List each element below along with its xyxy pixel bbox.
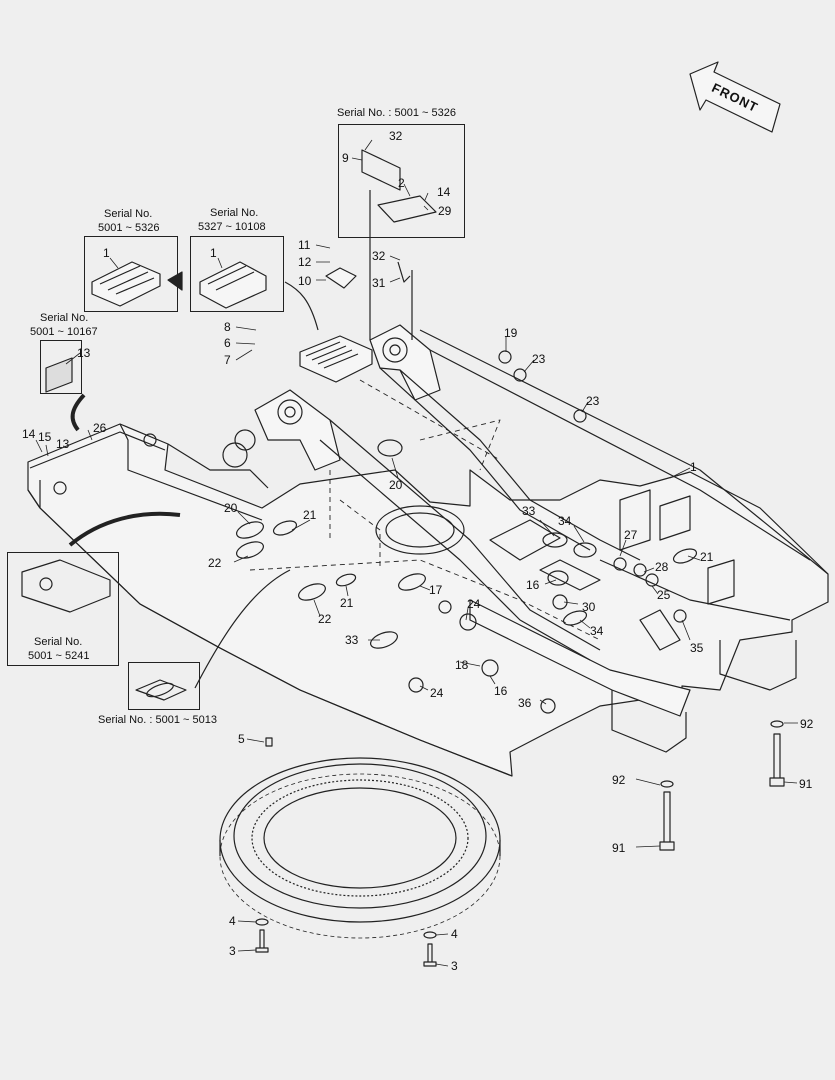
callout-21: 21 xyxy=(340,596,354,610)
callout-29: 29 xyxy=(438,204,452,218)
callout-31: 31 xyxy=(372,276,386,290)
callout-21: 21 xyxy=(700,550,714,564)
serial-caption-plate-2: 5001 ~ 10167 xyxy=(30,326,98,338)
serial-caption-step-a-1: Serial No. xyxy=(104,208,153,220)
serial-caption-left-detail-2: 5001 ~ 5241 xyxy=(28,650,90,662)
callout-5: 5 xyxy=(238,732,245,746)
callout-12: 12 xyxy=(298,255,312,269)
callout-22: 22 xyxy=(208,556,222,570)
callout-9: 9 xyxy=(342,151,349,165)
serial-caption-step-b-1: Serial No. xyxy=(210,207,259,219)
callout-21: 21 xyxy=(303,508,317,522)
callout-24: 24 xyxy=(467,597,481,611)
callout-92: 92 xyxy=(800,717,814,731)
callout-23: 23 xyxy=(532,352,546,366)
serial-caption-left-detail-1: Serial No. xyxy=(34,636,83,648)
callout-25: 25 xyxy=(657,588,671,602)
callout-34: 34 xyxy=(590,624,604,638)
callout-20: 20 xyxy=(224,501,238,515)
callout-33: 33 xyxy=(345,633,359,647)
callout-11: 11 xyxy=(298,238,311,252)
callout-24: 24 xyxy=(430,686,444,700)
callout-1: 1 xyxy=(210,246,217,260)
callout-26: 26 xyxy=(93,421,107,435)
callout-10: 10 xyxy=(298,274,312,288)
serial-caption-step-a-2: 5001 ~ 5326 xyxy=(98,222,160,234)
callout-17: 17 xyxy=(429,583,443,597)
callout-3: 3 xyxy=(229,944,236,958)
callout-2: 2 xyxy=(398,176,405,190)
callout-35: 35 xyxy=(690,641,704,655)
callout-16: 16 xyxy=(526,578,540,592)
callout-19: 19 xyxy=(504,326,518,340)
callout-23: 23 xyxy=(586,394,600,408)
callout-32: 32 xyxy=(372,249,386,263)
callout-4: 4 xyxy=(451,927,458,941)
serial-box-step-a xyxy=(84,236,178,312)
callout-22: 22 xyxy=(318,612,332,626)
callout-36: 36 xyxy=(518,696,532,710)
front-arrow-icon xyxy=(689,61,781,133)
serial-caption-step-b-2: 5327 ~ 10108 xyxy=(198,221,266,233)
serial-box-bottom-detail xyxy=(128,662,200,710)
callout-30: 30 xyxy=(582,600,596,614)
callout-14: 14 xyxy=(22,427,36,441)
callout-7: 7 xyxy=(224,353,231,367)
serial-box-step-b xyxy=(190,236,284,312)
callout-91: 91 xyxy=(799,777,813,791)
callout-34: 34 xyxy=(558,514,572,528)
callout-91: 91 xyxy=(612,841,626,855)
callout-27: 27 xyxy=(624,528,638,542)
callout-8: 8 xyxy=(224,320,231,334)
callout-92: 92 xyxy=(612,773,626,787)
callout-4: 4 xyxy=(229,914,236,928)
callout-28: 28 xyxy=(655,560,669,574)
serial-box-left-detail xyxy=(7,552,119,666)
callout-13: 13 xyxy=(56,437,70,451)
callout-15: 15 xyxy=(38,430,52,444)
callout-20: 20 xyxy=(389,478,403,492)
callout-3: 3 xyxy=(451,959,458,973)
callout-32: 32 xyxy=(389,129,403,143)
callout-1: 1 xyxy=(103,246,110,260)
serial-caption-top-box: Serial No. : 5001 ~ 5326 xyxy=(337,107,456,119)
callout-33: 33 xyxy=(522,504,536,518)
callout-1: 1 xyxy=(690,460,697,474)
callout-13: 13 xyxy=(77,346,91,360)
callout-6: 6 xyxy=(224,336,231,350)
serial-caption-plate-1: Serial No. xyxy=(40,312,89,324)
callout-16: 16 xyxy=(494,684,508,698)
callout-14: 14 xyxy=(437,185,451,199)
serial-box-bracket xyxy=(338,124,465,238)
serial-caption-bottom-detail: Serial No. : 5001 ~ 5013 xyxy=(98,714,217,726)
serial-box-plate xyxy=(40,340,82,394)
callout-18: 18 xyxy=(455,658,469,672)
